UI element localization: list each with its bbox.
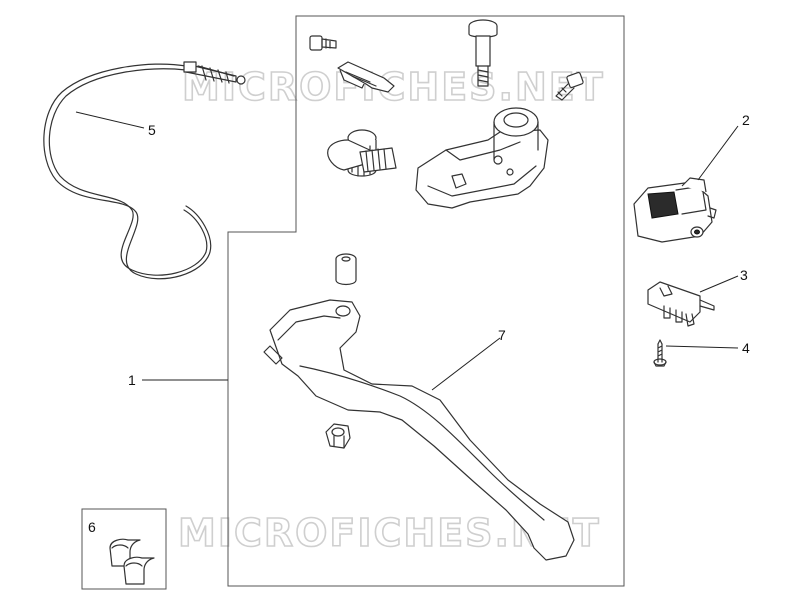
lever-bracket	[415, 107, 549, 209]
leader-4	[665, 345, 739, 349]
screw-small-right	[555, 71, 584, 101]
callout-2: 2	[742, 112, 750, 128]
pivot-bolt	[468, 19, 498, 87]
micro-switch	[647, 281, 715, 327]
clutch-cable	[43, 61, 246, 280]
screw-small-top	[309, 35, 337, 51]
leader-5	[75, 111, 145, 129]
leader-2	[697, 125, 739, 181]
switch-housing	[633, 177, 717, 243]
cable-clips	[109, 538, 155, 585]
callout-7: 7	[498, 327, 506, 343]
assembly-frame	[227, 15, 625, 587]
lever-nut	[325, 423, 351, 449]
kit-6-frame	[81, 508, 167, 590]
leader-3	[699, 275, 739, 293]
clutch-lever	[263, 299, 575, 561]
spacer-bushing	[335, 253, 357, 286]
switch-screw	[653, 339, 667, 367]
callout-6: 6	[88, 519, 96, 535]
cable-adjuster	[327, 129, 397, 177]
callout-1: 1	[128, 372, 136, 388]
callout-4: 4	[742, 340, 750, 356]
callout-3: 3	[740, 267, 748, 283]
callout-5: 5	[148, 122, 156, 138]
clip-bracket	[337, 61, 395, 93]
leader-7	[431, 337, 501, 391]
